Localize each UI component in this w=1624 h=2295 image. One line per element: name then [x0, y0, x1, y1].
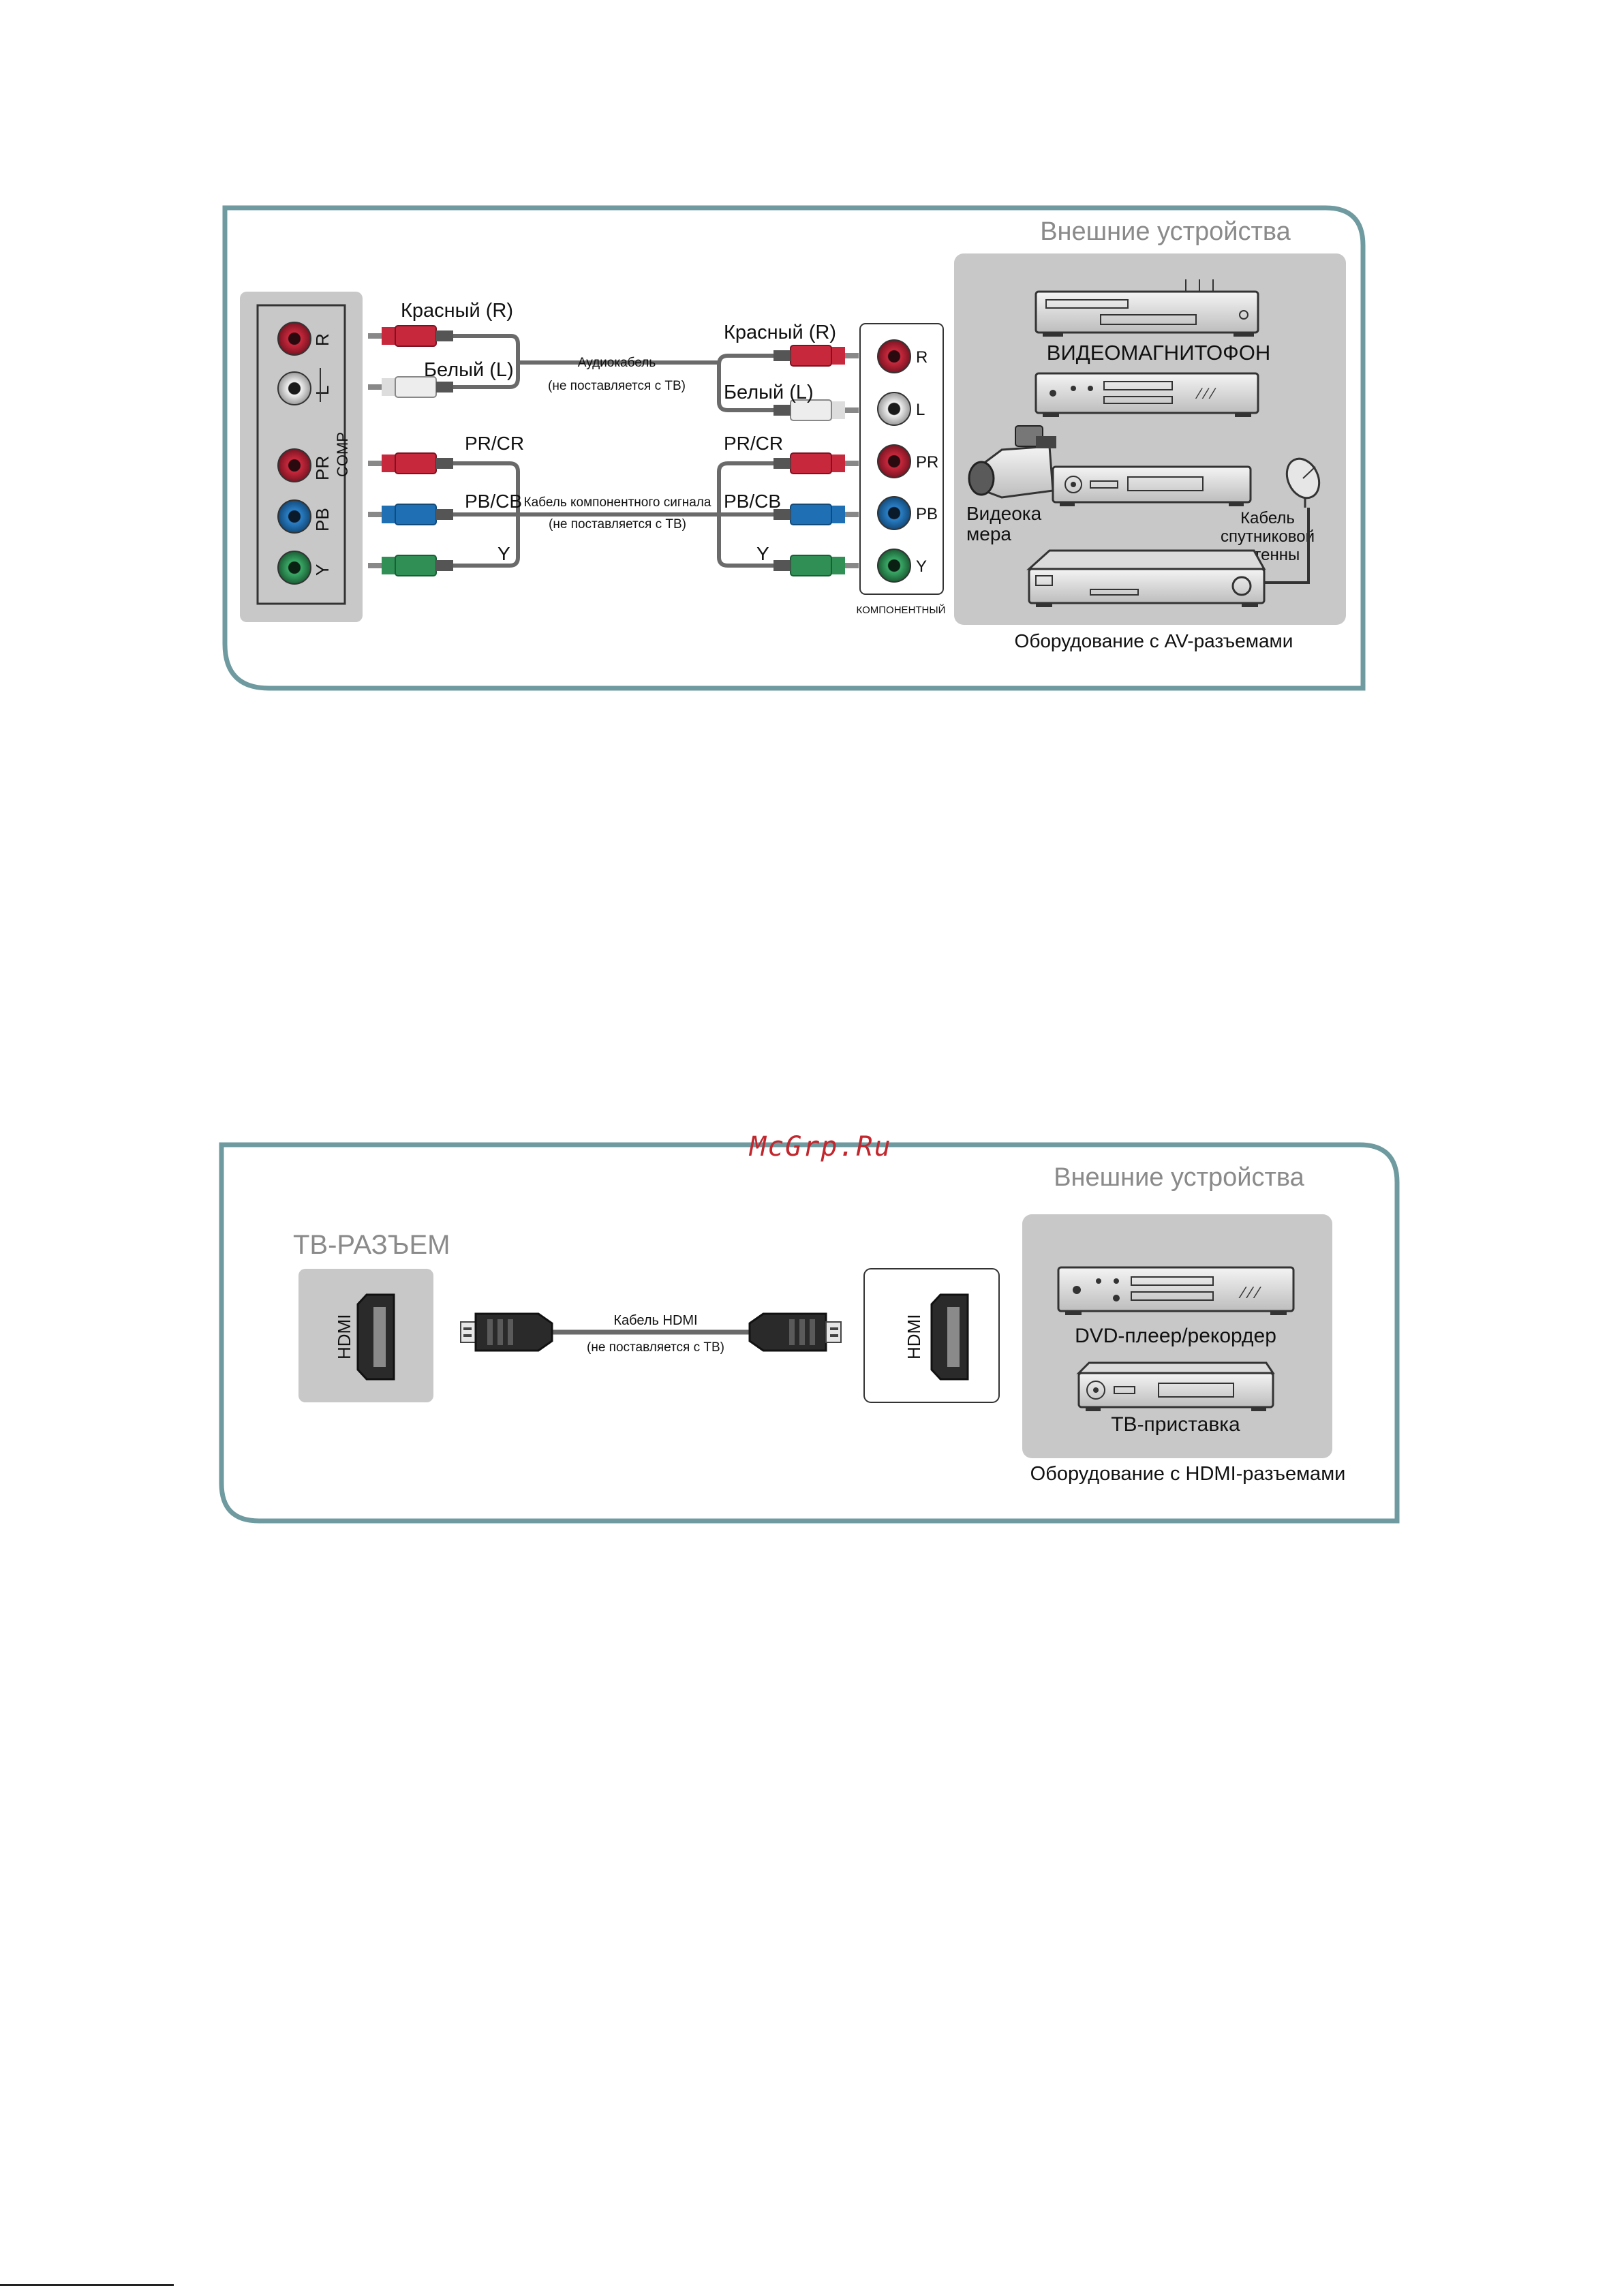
- av-diagram: Внешние устройства R L PR PB Y COMP: [222, 205, 1366, 691]
- hdmi-cable-note: (не поставляется с ТВ): [587, 1340, 724, 1355]
- component-cable-right: [717, 461, 773, 568]
- tv-jack-label-pr: PR: [312, 456, 333, 480]
- rca-plugs-left: [368, 325, 453, 576]
- hdmi-frame: [219, 1142, 1400, 1524]
- label-white-left: Белый (L): [424, 359, 514, 381]
- av-caption: Оборудование с AV-разъемами: [1015, 630, 1293, 651]
- device-jack-r: [877, 339, 911, 373]
- tv-hdmi-port-icon: [356, 1293, 395, 1381]
- stb-label: ТВ-приставка: [1111, 1413, 1240, 1436]
- device-jack-label-l: L: [916, 401, 925, 419]
- set-top-box-icon: [1052, 465, 1252, 506]
- device-hdmi-label: HDMI: [904, 1314, 924, 1359]
- label-white-right: Белый (L): [724, 382, 814, 403]
- label-component-cable: Кабель компонентного сигнала: [524, 495, 711, 510]
- device-jack-l: [877, 392, 911, 426]
- camcorder-label-1: Видеока: [966, 503, 1042, 524]
- label-audio-not-supplied: (не поставляется с ТВ): [548, 379, 686, 393]
- tv-jack-l: [277, 371, 311, 405]
- rca-plugs-right: [773, 345, 859, 576]
- hdmi-caption: Оборудование с HDMI-разъемами: [1030, 1463, 1346, 1485]
- svg-text:⁄ ⁄ ⁄: ⁄ ⁄ ⁄: [1195, 385, 1216, 402]
- tv-jack-pb: [277, 499, 311, 534]
- device-jack-pr: [877, 444, 911, 478]
- device-hdmi-port-icon: [930, 1293, 969, 1381]
- label-red-left: Красный (R): [401, 300, 513, 322]
- tv-jack-label-l: L: [312, 386, 333, 395]
- tv-comp-label: COMP: [334, 432, 351, 477]
- tv-jack-r: [277, 322, 311, 356]
- device-jack-label-pr: PR: [916, 453, 938, 472]
- tv-jack-label-pb: PB: [312, 508, 333, 532]
- watermark-text: McGrp.Ru: [750, 1131, 892, 1162]
- vcr-icon: [1035, 279, 1259, 337]
- device-jack-y: [877, 549, 911, 583]
- satellite-cable: [1254, 508, 1310, 584]
- tv-jack-label-y: Y: [312, 564, 333, 576]
- label-y-left: Y: [497, 543, 510, 564]
- label-y-right: Y: [756, 543, 769, 564]
- device-panel-label: КОМПОНЕНТНЫЙ: [857, 604, 946, 616]
- footer-rule: [0, 2284, 174, 2286]
- label-component-not-supplied: (не поставляется с ТВ): [549, 517, 686, 532]
- satellite-label-1: Кабель: [1240, 509, 1295, 527]
- tv-jack-pr: [277, 448, 311, 482]
- tv-jack-y: [277, 551, 311, 585]
- tv-hdmi-label: HDMI: [334, 1314, 354, 1359]
- hdmi-cable: [460, 1312, 842, 1352]
- label-pb-cb-right: PB/CB: [724, 491, 781, 512]
- device-jack-label-y: Y: [916, 557, 927, 576]
- set-top-box-hdmi-icon: [1076, 1361, 1275, 1411]
- svg-text:⁄ ⁄ ⁄: ⁄ ⁄ ⁄: [1238, 1284, 1261, 1302]
- audio-cable-right: [717, 354, 773, 412]
- tv-jack-label-r: R: [312, 333, 333, 346]
- label-audio-cable: Аудиокабель: [578, 356, 656, 370]
- satellite-receiver-icon: [1026, 549, 1266, 607]
- camcorder-icon: [968, 425, 1056, 499]
- hdmi-cable-label: Кабель HDMI: [613, 1313, 697, 1328]
- device-jack-label-r: R: [916, 348, 928, 367]
- dvd-recorder-label: DVD-плеер/рекордер: [1075, 1325, 1276, 1347]
- satellite-dish-icon: [1285, 457, 1321, 508]
- hdmi-header: Внешние устройства: [1054, 1163, 1304, 1192]
- device-jack-label-pb: PB: [916, 505, 938, 523]
- av-header: Внешние устройства: [1040, 217, 1291, 246]
- dvd-player-icon: ⁄ ⁄ ⁄: [1035, 372, 1259, 417]
- label-pr-cr-left: PR/CR: [465, 433, 524, 454]
- dvd-recorder-icon: ⁄ ⁄ ⁄: [1057, 1266, 1295, 1315]
- av-devices-panel: [954, 253, 1346, 625]
- av-frame: [222, 205, 1366, 691]
- vcr-label: ВИДЕОМАГНИТОФОН: [1047, 341, 1270, 365]
- tv-port-title: ТВ-РАЗЪЕМ: [293, 1230, 450, 1260]
- label-red-right: Красный (R): [724, 322, 836, 343]
- label-pb-cb-left: PB/CB: [465, 491, 522, 512]
- label-pr-cr-right: PR/CR: [724, 433, 783, 454]
- satellite-label-2: спутниковой: [1221, 527, 1315, 546]
- camcorder-label-2: мера: [966, 523, 1011, 544]
- hdmi-diagram: Внешние устройства ТВ-РАЗЪЕМ HDMI Кабель…: [219, 1142, 1400, 1524]
- device-jack-pb: [877, 496, 911, 530]
